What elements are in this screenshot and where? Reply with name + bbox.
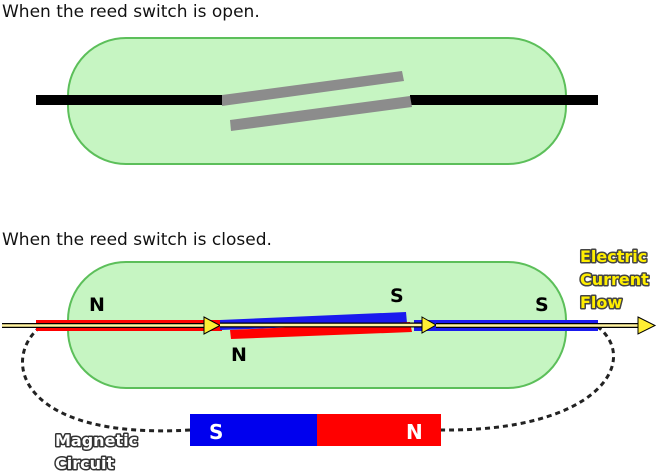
open-upper-reed — [222, 71, 404, 106]
magnet-north-half — [317, 414, 441, 446]
caption-open: When the reed switch is open. — [2, 2, 260, 22]
current-flow-label-line3: Flow — [580, 293, 622, 312]
magnet-south-label: S — [209, 420, 223, 444]
current-flow-label-line1: Electric — [580, 247, 647, 266]
pole-label-upper-reed: S — [390, 285, 404, 307]
open-left-lead — [36, 95, 224, 105]
magnet-south-half — [190, 414, 317, 446]
pole-label-lower-reed: N — [231, 344, 247, 366]
current-flow-label-line2: Current — [580, 270, 649, 289]
magnetic-circuit-path — [20, 325, 615, 433]
open-right-lead — [410, 95, 598, 105]
pole-label-left-lead: N — [89, 294, 105, 316]
current-flow-arrow — [2, 316, 657, 335]
pole-label-right-lead: S — [535, 294, 549, 316]
magnetic-circuit-label-line2: Circuit — [55, 454, 114, 473]
caption-closed: When the reed switch is closed. — [2, 230, 272, 250]
magnetic-circuit-label-line1: Magnetic — [55, 431, 138, 450]
magnet-north-label: N — [406, 420, 423, 444]
bar-magnet: S N — [190, 414, 441, 446]
open-switch — [36, 37, 598, 165]
open-lower-reed — [230, 96, 412, 131]
closed-switch: N N S S Electric Current Flow S N Magnet… — [2, 246, 657, 475]
